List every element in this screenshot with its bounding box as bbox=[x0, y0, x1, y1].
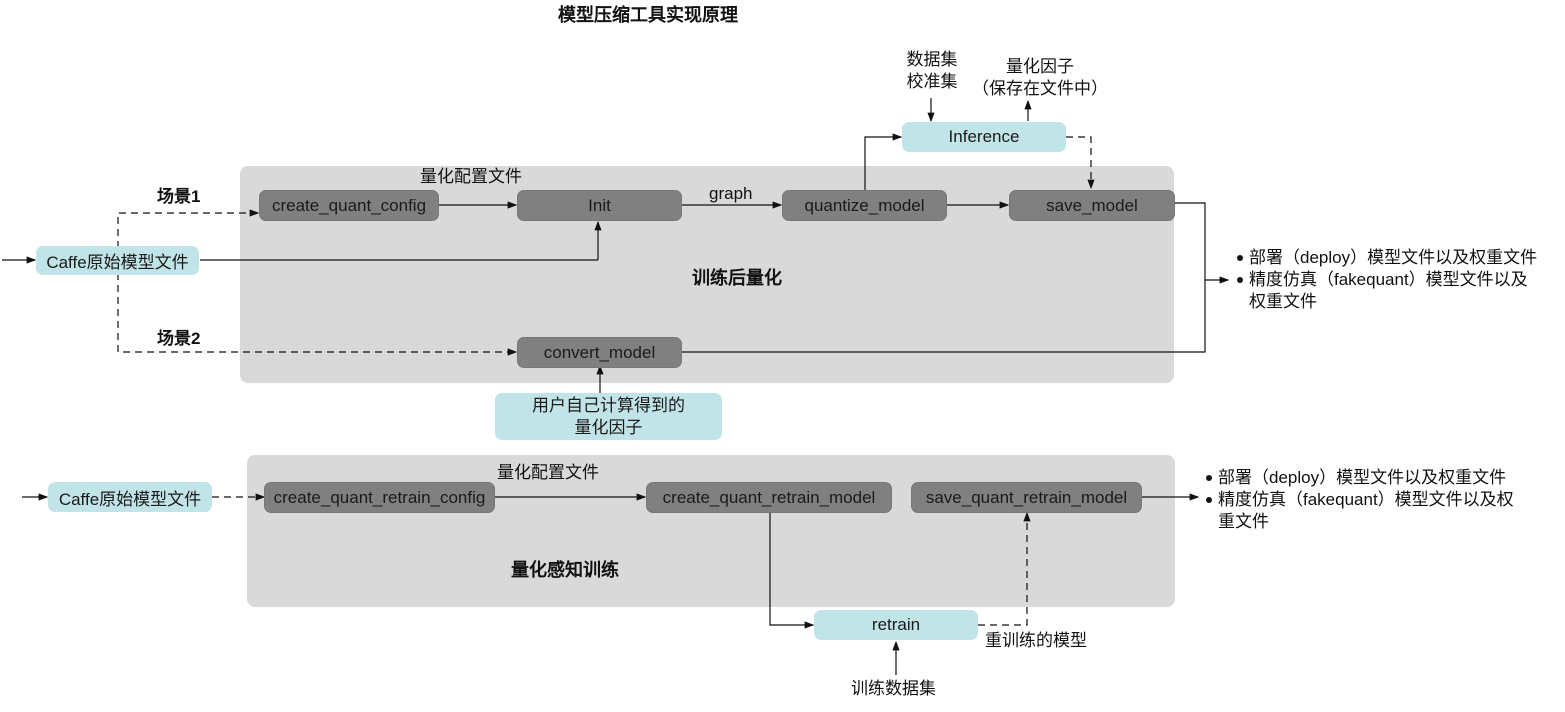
create-quant-retrain-config-node[interactable]: create_quant_retrain_config bbox=[264, 482, 495, 513]
factor-line2: （保存在文件中） bbox=[972, 79, 1108, 98]
qat-outputs: 部署（deploy）模型文件以及权重文件 精度仿真（fakequant）模型文件… bbox=[1206, 467, 1514, 533]
create-quant-retrain-model-node[interactable]: create_quant_retrain_model bbox=[646, 482, 892, 513]
user-factor-node[interactable]: 用户自己计算得到的 量化因子 bbox=[495, 393, 722, 440]
quant-factor-label: 量化因子 （保存在文件中） bbox=[965, 56, 1115, 100]
user-factor-line2: 量化因子 bbox=[574, 417, 643, 437]
ptq-output-item: 部署（deploy）模型文件以及权重文件 bbox=[1237, 247, 1537, 269]
dataset-label: 数据集 校准集 bbox=[903, 49, 961, 93]
scenario2-label: 场景2 bbox=[157, 329, 201, 348]
qat-panel bbox=[247, 455, 1175, 607]
qat-output-item: 精度仿真（fakequant）模型文件以及权 bbox=[1206, 489, 1514, 511]
dataset-line1: 数据集 bbox=[906, 50, 958, 69]
qat-output-item: 部署（deploy）模型文件以及权重文件 bbox=[1206, 467, 1514, 489]
bullet-icon bbox=[1206, 497, 1212, 503]
ptq-outputs: 部署（deploy）模型文件以及权重文件 精度仿真（fakequant）模型文件… bbox=[1237, 247, 1537, 313]
bullet-icon bbox=[1206, 475, 1212, 481]
dataset-line2: 校准集 bbox=[906, 72, 958, 91]
ptq-output-item: 精度仿真（fakequant）模型文件以及 bbox=[1237, 269, 1537, 291]
qat-output-item-cont: 重文件 bbox=[1218, 512, 1269, 531]
config-file-label-ptq: 量化配置文件 bbox=[420, 167, 522, 186]
ptq-output-item-cont: 权重文件 bbox=[1249, 292, 1317, 311]
bullet-icon bbox=[1237, 255, 1243, 261]
bullet-icon bbox=[1237, 277, 1243, 283]
qat-section-label: 量化感知训练 bbox=[511, 560, 619, 580]
quantize-to-inference bbox=[864, 133, 903, 190]
init-node[interactable]: Init bbox=[517, 190, 682, 221]
create-model-to-retrain bbox=[769, 513, 815, 629]
save-model-node[interactable]: save_model bbox=[1009, 190, 1175, 221]
create-quant-config-node[interactable]: create_quant_config bbox=[259, 190, 439, 221]
user-factor-line1: 用户自己计算得到的 bbox=[532, 395, 685, 415]
save-quant-retrain-model-node[interactable]: save_quant_retrain_model bbox=[911, 482, 1142, 513]
retrain-to-save bbox=[978, 511, 1031, 626]
factor-line1: 量化因子 bbox=[1006, 57, 1074, 76]
retrain-node[interactable]: retrain bbox=[814, 610, 978, 640]
convert-model-node[interactable]: convert_model bbox=[517, 337, 682, 368]
config-file-label-qat: 量化配置文件 bbox=[497, 463, 599, 482]
quantize-model-node[interactable]: quantize_model bbox=[782, 190, 947, 221]
outputs-merge bbox=[681, 202, 1206, 353]
caffe-model-node-qat[interactable]: Caffe原始模型文件 bbox=[48, 482, 212, 512]
diagram-title: 模型压缩工具实现原理 bbox=[558, 5, 738, 25]
inference-node[interactable]: Inference bbox=[902, 122, 1066, 152]
graph-label: graph bbox=[709, 184, 753, 203]
caffe-model-node-ptq[interactable]: Caffe原始模型文件 bbox=[36, 246, 199, 275]
scenario1-label: 场景1 bbox=[157, 187, 201, 206]
scenario2-dashed bbox=[117, 273, 518, 356]
ptq-section-label: 训练后量化 bbox=[692, 268, 782, 288]
inference-to-save bbox=[1066, 136, 1095, 190]
scenario1-dashed bbox=[117, 209, 260, 248]
retrained-model-label: 重训练的模型 bbox=[985, 631, 1087, 650]
train-dataset-label: 训练数据集 bbox=[851, 679, 936, 698]
